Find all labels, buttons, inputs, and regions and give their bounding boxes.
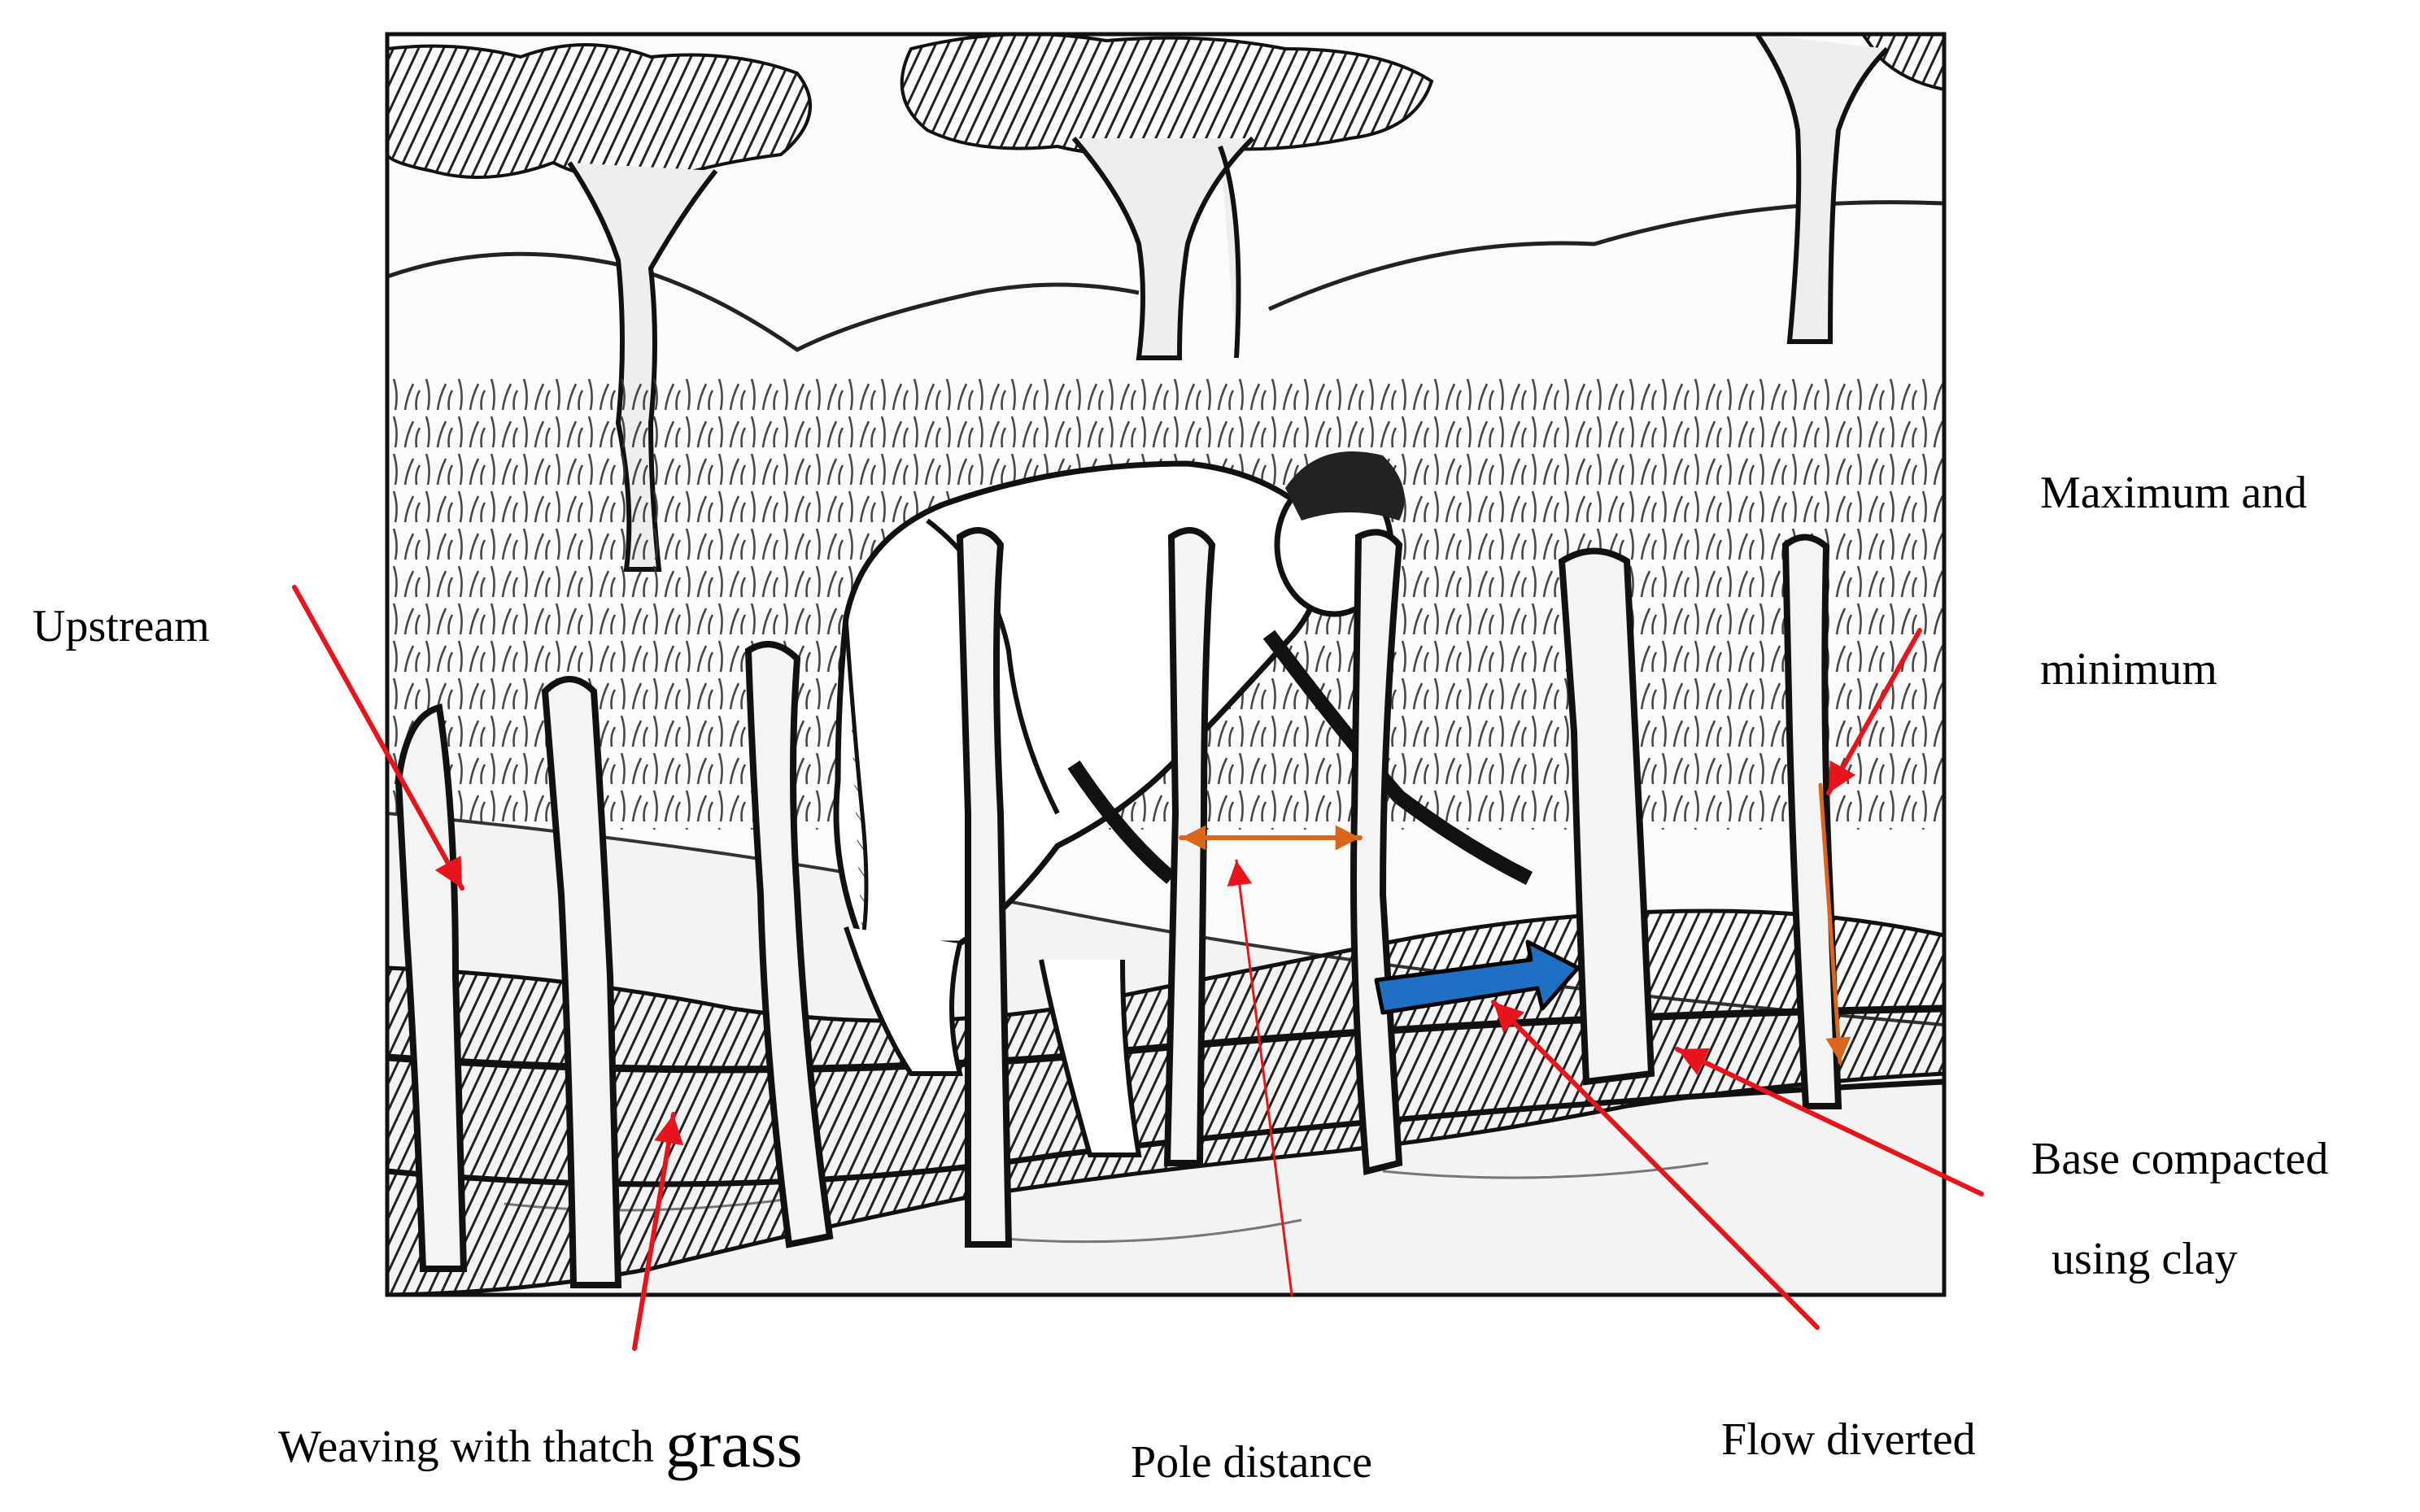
pole-7 xyxy=(1558,547,1655,1086)
illustration-frame xyxy=(385,32,1947,1297)
tree-canopy-left xyxy=(387,43,812,183)
label-weaving-grass: grass xyxy=(665,1407,803,1481)
measure-arrows xyxy=(1179,782,1851,1065)
arrow-base-compacted-head xyxy=(1677,1048,1710,1075)
arrow-pole-spacing-tail-head xyxy=(1181,825,1206,851)
arrow-upstream-head xyxy=(434,856,462,888)
label-minimum: minimum xyxy=(2040,644,2217,695)
pole-1 xyxy=(395,704,468,1272)
label-using-clay: using clay xyxy=(2052,1234,2238,1284)
pole-4 xyxy=(956,527,1013,1248)
pole-8 xyxy=(1781,534,1842,1109)
pole-3 xyxy=(744,641,834,1248)
label-pole-distance: Pole distance xyxy=(1131,1437,1373,1488)
arrow-maximum-minimum-head xyxy=(1829,760,1856,793)
arrow-pole-spacing-head xyxy=(1335,825,1360,851)
arrow-weaving xyxy=(632,1112,676,1351)
pole-2 xyxy=(541,676,622,1288)
arrow-base-compacted xyxy=(1675,1047,1984,1196)
label-flow-diverted: Flow diverted xyxy=(1721,1414,1976,1465)
pointer-arrows xyxy=(292,585,1984,1351)
label-maximum-and: Maximum and xyxy=(2040,468,2308,518)
arrow-maximum-minimum xyxy=(1826,628,1922,795)
tree-trunk-right xyxy=(1755,34,1890,344)
arrow-height-range xyxy=(1818,782,1842,1065)
arrow-pole-distance xyxy=(1235,859,1293,1296)
flow-arrow xyxy=(1374,939,1581,1015)
tree-trunk-center xyxy=(1071,136,1255,360)
pole-5 xyxy=(1163,527,1216,1166)
arrow-flow-diverted-head xyxy=(1493,1002,1525,1034)
label-base-compacted: Base compacted xyxy=(2031,1134,2329,1184)
arrow-upstream xyxy=(292,585,464,891)
label-weaving-with-thatch-grass: Weaving with thatch grass xyxy=(278,1411,803,1478)
flow-direction-arrow xyxy=(1374,939,1581,1015)
scene xyxy=(387,34,1944,1295)
arrow-weaving-head xyxy=(654,1114,684,1146)
arrow-height-range-head xyxy=(1825,1036,1851,1062)
tree-canopy-center xyxy=(900,34,1434,156)
hill-left xyxy=(387,251,1140,352)
arrow-pole-distance-head xyxy=(1227,861,1253,887)
label-upstream: Upstream xyxy=(33,601,210,651)
arrow-flow-diverted xyxy=(1491,1000,1820,1330)
label-weaving-prefix: Weaving with thatch xyxy=(278,1422,666,1472)
